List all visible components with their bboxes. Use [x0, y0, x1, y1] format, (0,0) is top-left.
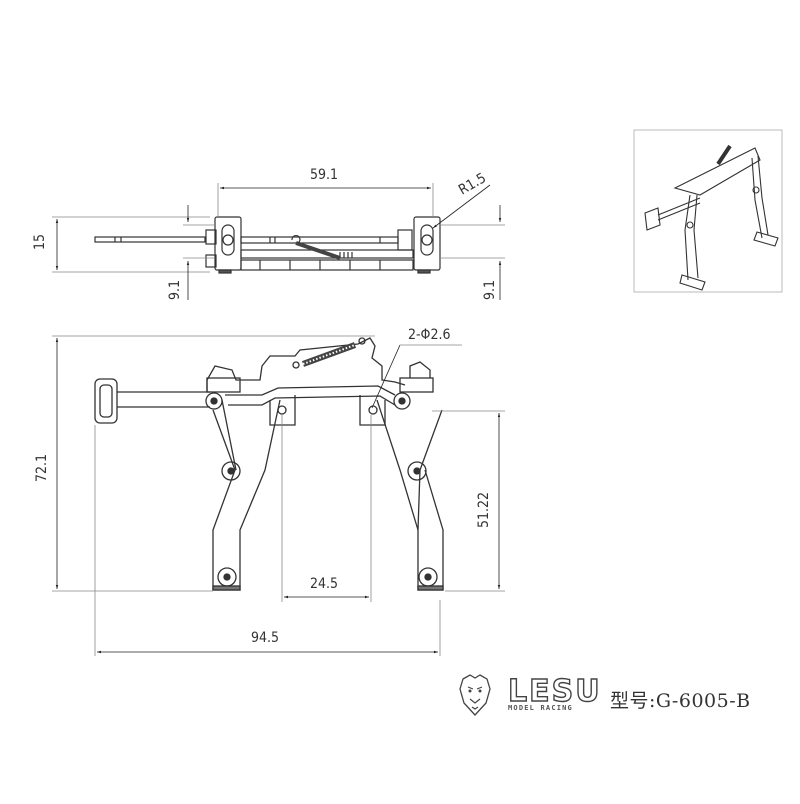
dim-15: 15	[32, 234, 48, 250]
dim-r1-5: R1.5	[456, 170, 489, 198]
dim-59-1: 59.1	[310, 167, 338, 183]
isometric-view	[633, 129, 783, 293]
front-view-dimensions	[52, 335, 505, 656]
hole-callout: 2-Φ2.6	[408, 327, 451, 343]
dim-9-1-right: 9.1	[482, 280, 498, 300]
dim-51-22: 51.22	[476, 492, 492, 528]
dim-24-5: 24.5	[310, 576, 338, 592]
front-view	[94, 337, 444, 591]
top-view	[94, 216, 441, 274]
brand-name: LESU	[507, 673, 602, 709]
dim-9-1-left: 9.1	[167, 280, 183, 300]
dim-94-5: 94.5	[251, 630, 279, 646]
lion-head-icon	[458, 673, 492, 717]
model-number: 型号:G-6005-B	[610, 690, 751, 712]
top-view-dimensions	[52, 183, 505, 300]
dim-72-1: 72.1	[34, 454, 50, 482]
brand-subtitle: MODEL RACING	[508, 704, 573, 712]
